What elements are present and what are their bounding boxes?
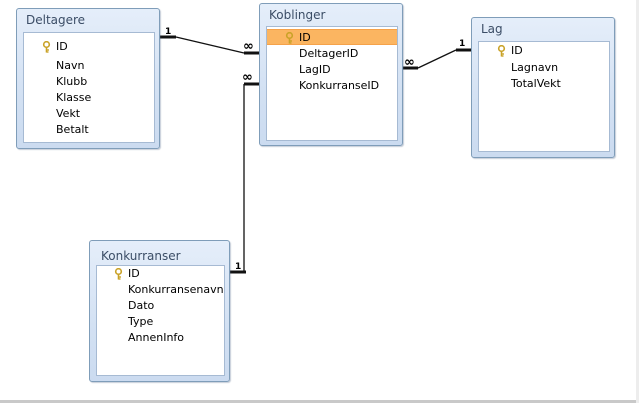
field-row-id-selected[interactable]: ID [267, 29, 397, 45]
field-label: DeltagerID [299, 47, 359, 60]
field-row-id[interactable]: ID [97, 266, 224, 282]
field-row[interactable]: TotalVekt [479, 76, 609, 92]
field-label: Konkurransenavn [128, 283, 224, 296]
primary-key-icon [497, 45, 506, 57]
field-label: Betalt [56, 123, 89, 136]
field-label: Type [128, 315, 154, 328]
table-lag[interactable]: Lag ID Lagnavn TotalVekt [471, 17, 615, 158]
field-label: KonkurranseID [299, 79, 380, 92]
field-label: Dato [128, 299, 155, 312]
field-label: ID [299, 31, 311, 44]
field-label: LagID [299, 63, 331, 76]
field-row[interactable]: Betalt [24, 122, 154, 138]
canvas-bottom-edge [0, 400, 639, 403]
canvas-right-edge [636, 0, 639, 403]
field-row-id[interactable]: ID [479, 43, 609, 59]
primary-key-icon [42, 41, 51, 53]
table-title[interactable]: Koblinger [269, 8, 326, 22]
field-label: ID [128, 267, 140, 280]
field-row[interactable]: Dato [97, 298, 224, 314]
field-row-id[interactable]: ID [24, 39, 154, 55]
field-label: Navn [56, 59, 85, 72]
table-title[interactable]: Deltagere [26, 13, 86, 27]
field-row[interactable]: Navn [24, 58, 154, 74]
field-list[interactable]: ID Lagnavn TotalVekt [478, 41, 610, 152]
field-row[interactable]: DeltagerID [267, 46, 397, 62]
table-deltagere[interactable]: Deltagere ID Navn Klubb Klasse Vekt Beta… [16, 8, 160, 149]
field-list[interactable]: ID Navn Klubb Klasse Vekt Betalt [23, 32, 155, 143]
field-label: TotalVekt [511, 77, 561, 90]
field-row[interactable]: AnnenInfo [97, 330, 224, 346]
table-title[interactable]: Lag [481, 22, 503, 36]
table-koblinger[interactable]: Koblinger ID DeltagerID LagID Konkurrans… [259, 3, 403, 146]
field-row[interactable]: Vekt [24, 106, 154, 122]
field-row[interactable]: Konkurransenavn [97, 282, 224, 298]
field-row[interactable]: Klasse [24, 90, 154, 106]
field-row[interactable]: Klubb [24, 74, 154, 90]
field-label: Klubb [56, 75, 88, 88]
field-label: AnnenInfo [128, 331, 185, 344]
field-row[interactable]: Type [97, 314, 224, 330]
field-label: ID [56, 40, 68, 53]
primary-key-icon [114, 268, 123, 280]
field-list[interactable]: ID Konkurransenavn Dato Type AnnenInfo [96, 265, 225, 376]
field-list[interactable]: ID DeltagerID LagID KonkurranseID [266, 26, 398, 141]
field-label: ID [511, 44, 523, 57]
field-label: Klasse [56, 91, 92, 104]
field-row[interactable]: Lagnavn [479, 60, 609, 76]
field-row[interactable]: LagID [267, 62, 397, 78]
table-konkurranser[interactable]: Konkurranser ID Konkurransenavn Dato Typ… [89, 240, 230, 382]
field-label: Lagnavn [511, 61, 559, 74]
field-row[interactable]: KonkurranseID [267, 78, 397, 94]
table-title[interactable]: Konkurranser [101, 249, 181, 263]
field-label: Vekt [56, 107, 81, 120]
primary-key-icon [285, 32, 294, 44]
